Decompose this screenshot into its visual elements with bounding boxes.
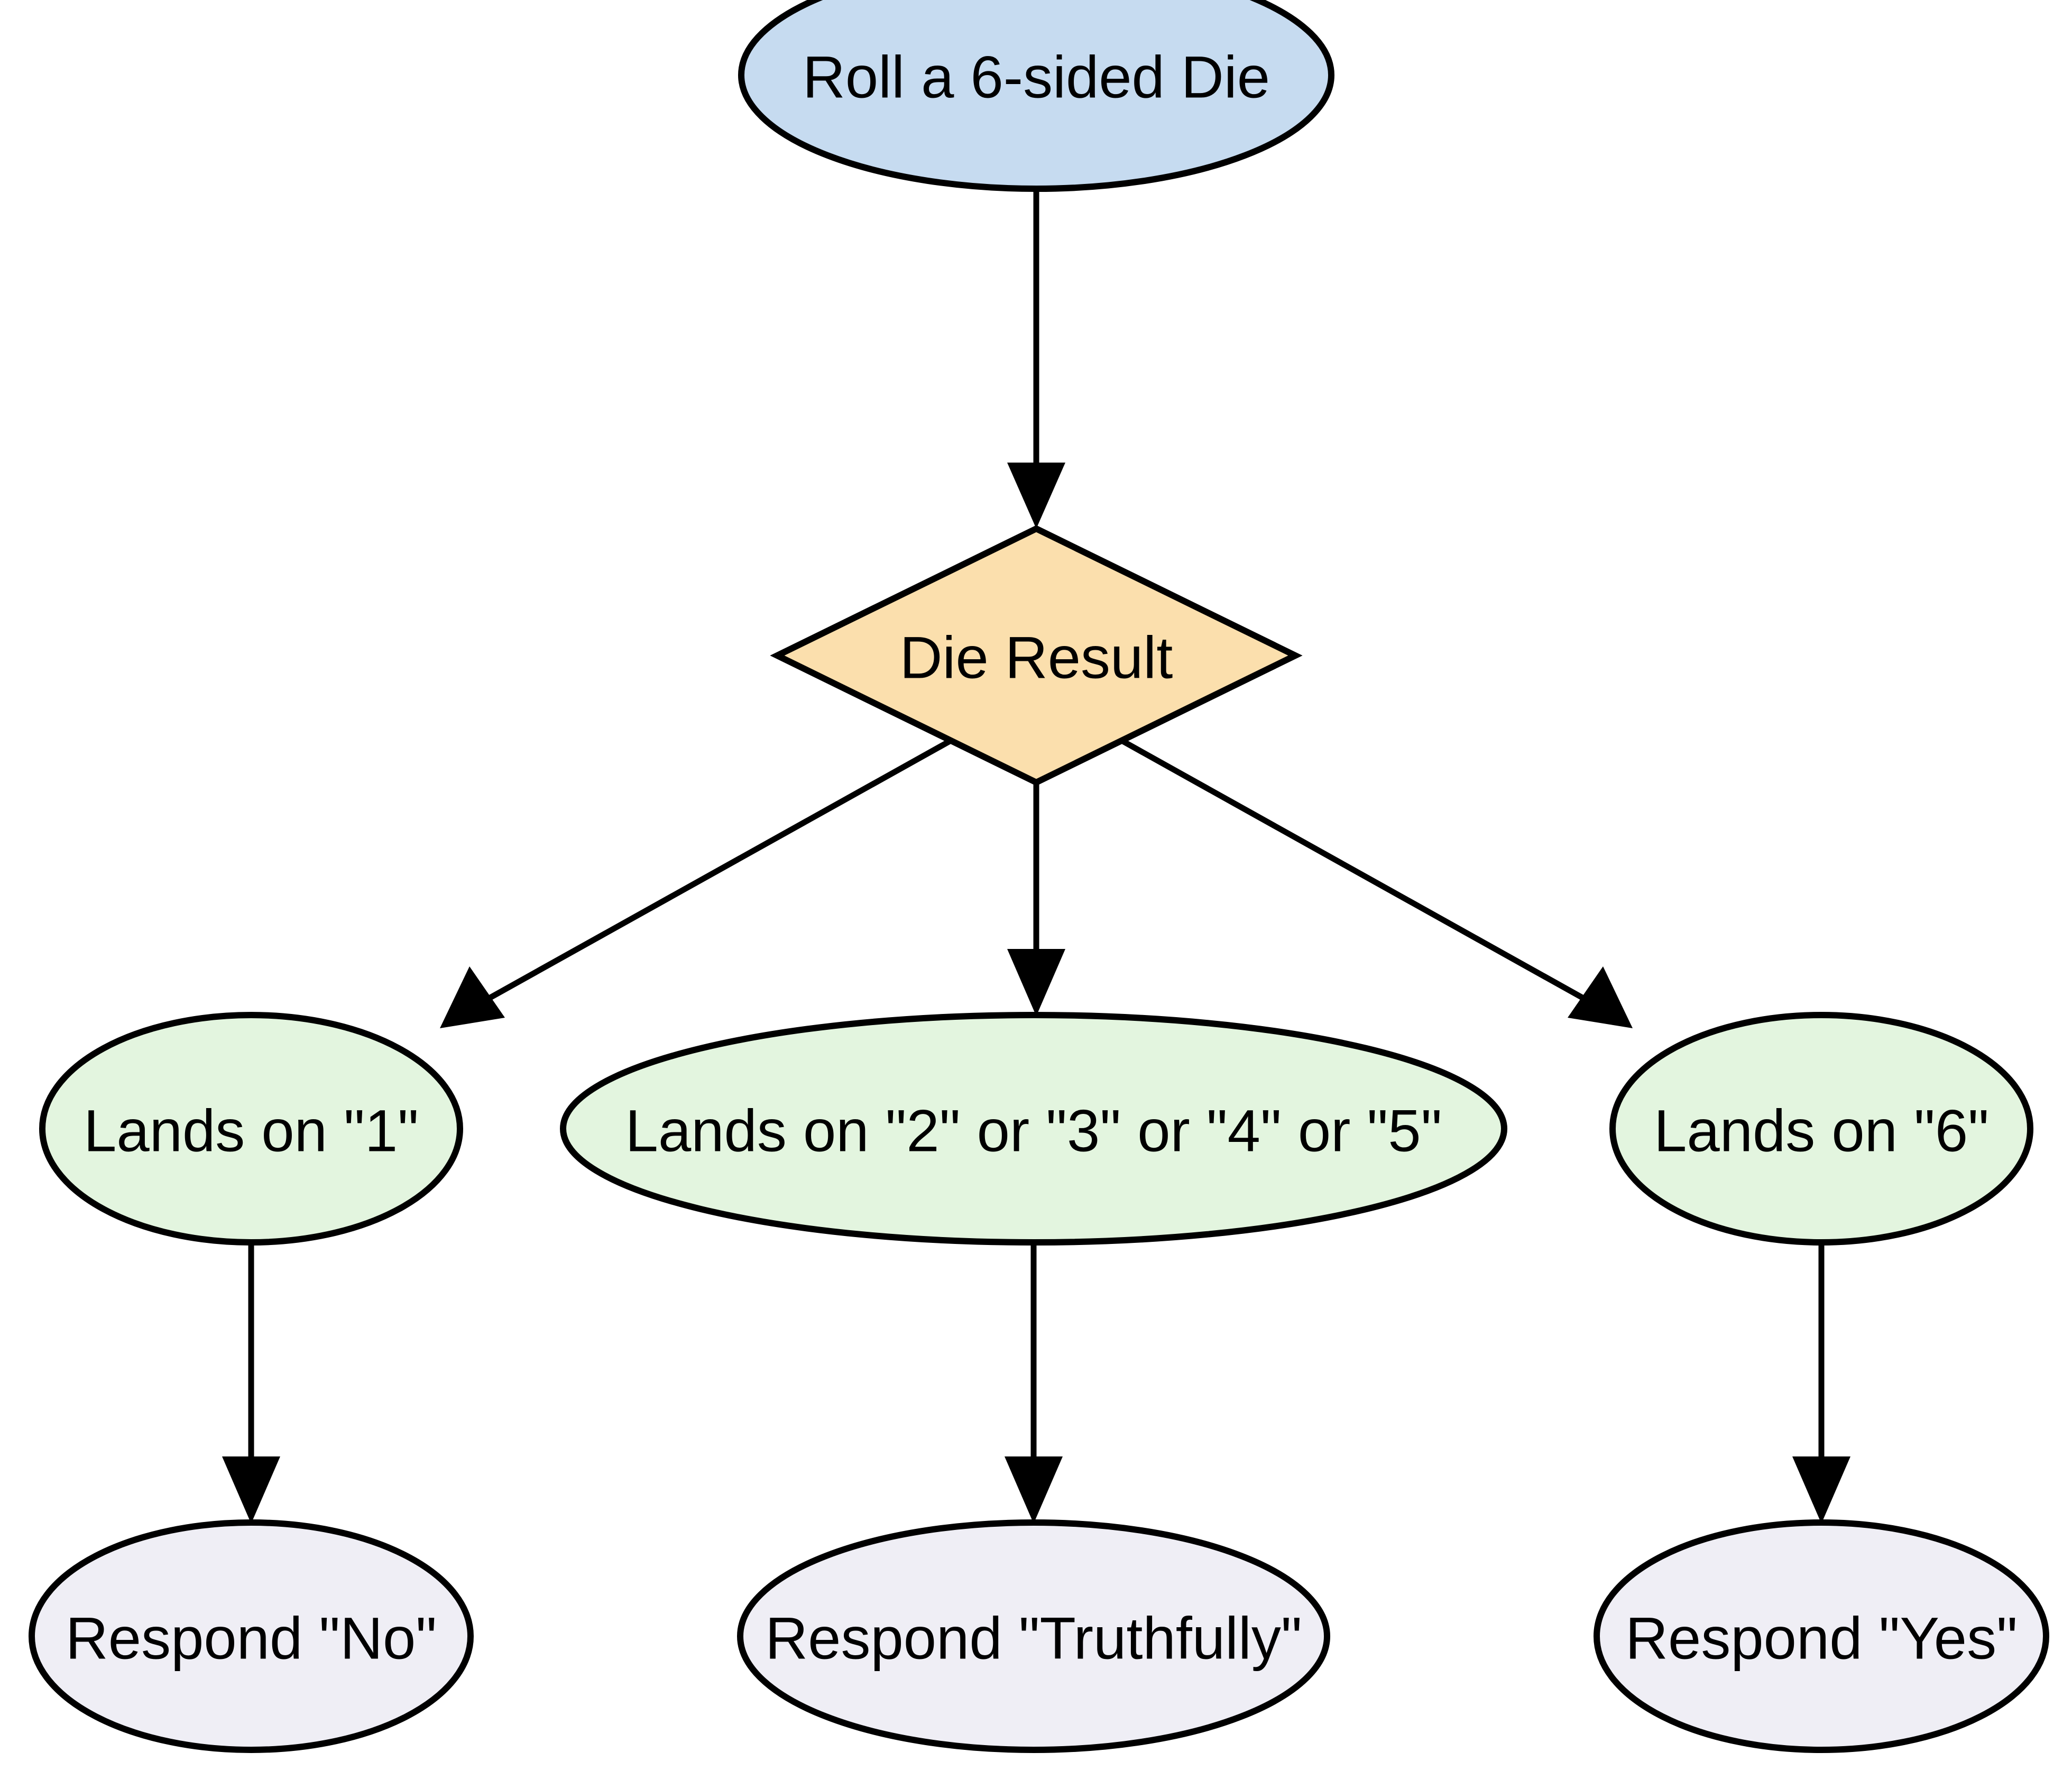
arrowhead-icon — [222, 1456, 280, 1524]
node-lands-on-2-3-4-5[interactable]: Lands on "2" or "3" or "4" or "5" — [560, 1012, 1507, 1246]
node-shape-ellipse[interactable] — [1609, 1012, 2033, 1246]
node-shape-ellipse[interactable] — [39, 1012, 463, 1246]
node-shape-ellipse[interactable] — [1594, 1519, 2049, 1753]
node-label: Respond "Yes" — [1625, 1606, 2018, 1672]
node-respond-yes[interactable]: Respond "Yes" — [1594, 1519, 2049, 1753]
arrowhead-icon — [1007, 949, 1065, 1016]
arrowhead-icon — [1007, 463, 1065, 529]
edge-line — [472, 737, 953, 1010]
node-roll-a-6-sided-die[interactable]: Roll a 6-sided Die — [738, 0, 1334, 192]
edge-group — [222, 189, 1850, 1524]
node-respond-truthfully[interactable]: Respond "Truthfully" — [737, 1519, 1330, 1753]
edge-six-to-yes — [1792, 1242, 1850, 1524]
arrowhead-icon — [1568, 966, 1633, 1028]
node-lands-on-6[interactable]: Lands on "6" — [1609, 1012, 2033, 1246]
node-label: Die Result — [900, 625, 1173, 691]
node-group: Roll a 6-sided Die Die Result Lands on "… — [29, 0, 2049, 1753]
arrowhead-icon — [1005, 1456, 1063, 1524]
node-label: Respond "No" — [66, 1606, 437, 1672]
edge-one-to-no — [222, 1242, 280, 1524]
node-label: Lands on "2" or "3" or "4" or "5" — [625, 1098, 1442, 1164]
edge-mid-to-truth — [1005, 1242, 1063, 1524]
node-label: Lands on "6" — [1654, 1098, 1989, 1164]
arrowhead-icon — [440, 966, 505, 1028]
edge-line — [1119, 737, 1601, 1010]
node-shape-diamond[interactable] — [770, 525, 1303, 786]
edge-result-to-six — [1119, 737, 1633, 1028]
arrowhead-icon — [1792, 1456, 1850, 1524]
node-label: Lands on "1" — [84, 1098, 419, 1164]
node-shape-ellipse[interactable] — [737, 1519, 1330, 1753]
node-shape-ellipse[interactable] — [738, 0, 1334, 192]
node-respond-no[interactable]: Respond "No" — [29, 1519, 474, 1753]
node-label: Roll a 6-sided Die — [803, 44, 1270, 110]
node-lands-on-1[interactable]: Lands on "1" — [39, 1012, 463, 1246]
node-shape-ellipse[interactable] — [560, 1012, 1507, 1246]
edge-result-to-mid — [1007, 782, 1065, 1016]
node-label: Respond "Truthfully" — [765, 1606, 1302, 1672]
node-shape-ellipse[interactable] — [29, 1519, 474, 1753]
edge-roll-to-result — [1007, 189, 1065, 529]
edge-result-to-one — [440, 737, 953, 1028]
node-die-result[interactable]: Die Result — [770, 525, 1303, 786]
